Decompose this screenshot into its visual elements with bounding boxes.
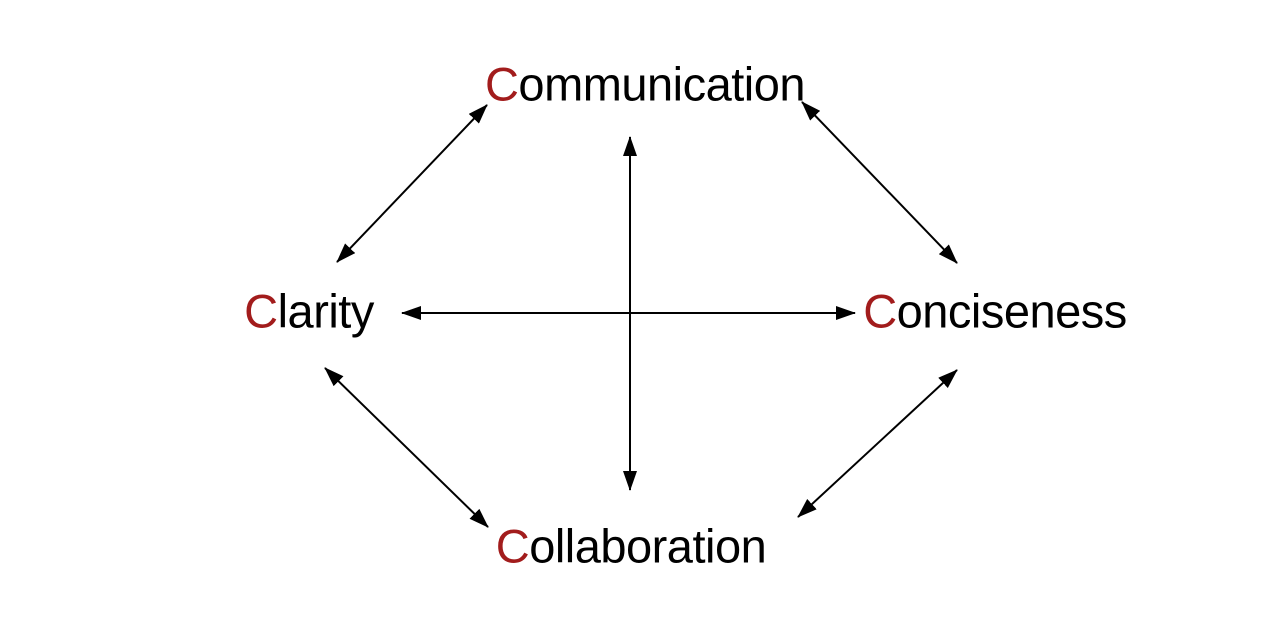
node-collaboration-initial: C (495, 519, 530, 573)
node-communication-rest: ommunication (518, 57, 806, 111)
node-collaboration-rest: ollaboration (529, 519, 767, 573)
node-communication-initial: C (484, 57, 519, 111)
edge-clarity-collaboration-arrow (324, 367, 489, 528)
node-communication: Communication (484, 57, 806, 111)
node-conciseness-initial: C (863, 284, 897, 338)
node-conciseness: Conciseness (863, 288, 1127, 335)
node-clarity: Clarity (244, 288, 374, 335)
edge-communication-conciseness-arrow (801, 101, 958, 264)
node-clarity-rest: larity (277, 284, 375, 338)
node-collaboration: Collaboration (495, 519, 767, 573)
edge-clarity-communication-arrow (336, 104, 488, 263)
node-conciseness-rest: onciseness (896, 284, 1128, 338)
edge-collaboration-conciseness-arrow (797, 369, 958, 518)
node-clarity-initial: C (244, 284, 278, 338)
